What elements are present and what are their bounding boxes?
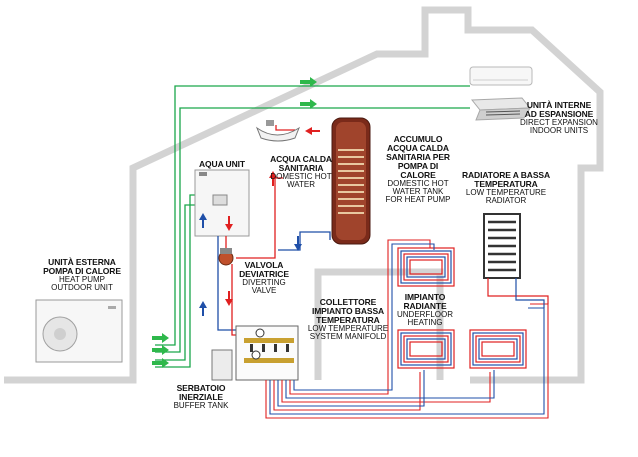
dhw-title: ACQUA CALDA SANITARIA [270,154,332,173]
radiator [483,213,549,308]
flow-arrows-pipes [199,127,320,316]
tank-title: ACCUMULO ACQUA CALDA SANITARIA PER POMPA… [386,134,450,180]
wall-split-unit [469,66,533,86]
buffer-tank-subtitle: BUFFER TANK [173,400,229,410]
outdoor-unit-subtitle: HEAT PUMP OUTDOOR UNIT [51,274,113,293]
dhw-subtitle: DOMESTIC HOT WATER [270,171,332,190]
diverting-valve [218,248,234,266]
underfloor-subtitle: UNDERFLOOR HEATING [396,309,453,328]
tank-subtitle: DOMESTIC HOT WATER TANK FOR HEAT PUMP [385,178,451,205]
radiator-title: RADIATORE A BASSA TEMPERATURA [461,170,551,189]
indoor-units-title: UNITÀ INTERNE AD ESPANSIONE [524,100,594,119]
manifold-title: COLLETTORE IMPIANTO BASSA TEMPERATURA [311,297,385,325]
cassette-unit [470,97,532,121]
outdoor-unit [35,299,123,363]
valve-label: VALVOLA DEVIATRICE DIVERTING VALVE [234,261,294,296]
outdoor-unit-label: UNITÀ ESTERNA POMPA DI CALORE HEAT PUMP … [40,258,124,293]
aqua-unit-label: AQUA UNIT [196,160,248,169]
refrigerant-lines [155,85,470,368]
manifold-box [235,325,299,381]
underfloor-loops [397,247,527,369]
buffer-tank-title: SERBATOIO INERZIALE [176,383,226,402]
aqua-unit-title: AQUA UNIT [198,159,245,169]
outdoor-unit-title: UNITÀ ESTERNA POMPA DI CALORE [43,257,121,276]
dhw-label: ACQUA CALDA SANITARIA DOMESTIC HOT WATER [267,155,335,190]
indoor-units-label: UNITÀ INTERNE AD ESPANSIONE DIRECT EXPAN… [515,101,603,136]
buffer-tank-label: SERBATOIO INERZIALE BUFFER TANK [166,384,236,410]
dhw-tank [331,117,371,245]
tank-label: ACCUMULO ACQUA CALDA SANITARIA PER POMPA… [378,135,458,205]
indoor-units-subtitle: DIRECT EXPANSION INDOOR UNITS [520,117,598,136]
underfloor-label: IMPIANTO RADIANTE UNDERFLOOR HEATING [390,293,460,328]
buffer-tank [211,349,233,381]
distribution-pipes [265,239,549,419]
valve-title: VALVOLA DEVIATRICE [239,260,289,279]
manifold-subtitle: LOW TEMPERATURE SYSTEM MANIFOLD [307,323,389,342]
radiator-subtitle: LOW TEMPERATURE RADIATOR [465,187,547,206]
underfloor-title: IMPIANTO RADIANTE [403,292,447,311]
flow-arrows-green [152,77,317,368]
sink [255,120,301,142]
valve-subtitle: DIVERTING VALVE [242,277,286,296]
manifold-label: COLLETTORE IMPIANTO BASSA TEMPERATURA LO… [302,298,394,342]
house-outline [4,6,604,384]
radiator-label: RADIATORE A BASSA TEMPERATURA LOW TEMPER… [456,171,556,206]
